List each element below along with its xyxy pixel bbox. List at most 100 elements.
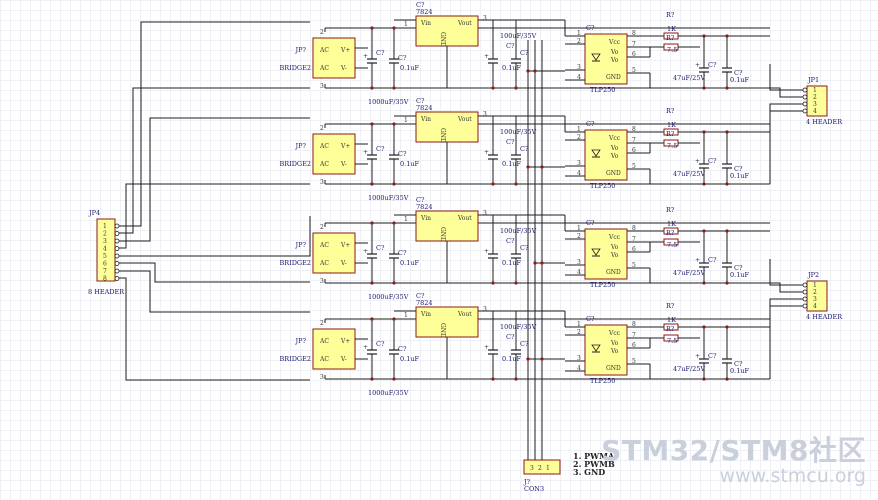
junction-dot bbox=[725, 229, 729, 233]
junction-dot bbox=[540, 165, 544, 169]
res-value: 1K bbox=[667, 25, 676, 33]
cap-value: 0.1uF bbox=[730, 172, 750, 180]
header-jp1-pin bbox=[802, 101, 808, 107]
reg-pin-gnd: GND bbox=[439, 227, 446, 242]
bulk-cap-value: 1000uF/35V bbox=[368, 389, 409, 397]
power-module-1: ACACV+V-JP?BRIDGE223+C?C?0.1uF1000uF/35V… bbox=[279, 1, 770, 106]
junction-dot bbox=[392, 182, 396, 186]
opto-pin-label: Vo bbox=[610, 252, 619, 259]
reg-pin-label: Vout bbox=[457, 116, 472, 123]
reg-pin-gnd: GND bbox=[439, 32, 446, 47]
junction-dot bbox=[702, 281, 706, 285]
cap-value: 0.1uF bbox=[730, 367, 750, 375]
led-icon bbox=[591, 248, 601, 256]
bridge-pin-label: V+ bbox=[340, 242, 350, 249]
pin-number: 2 bbox=[320, 125, 324, 132]
junction-dot bbox=[370, 317, 374, 321]
junction-dot bbox=[514, 86, 518, 90]
bulk-cap-value: 1000uF/35V bbox=[368, 98, 409, 106]
jp4-pin bbox=[114, 246, 120, 251]
out-cap-value: 100uF/35V bbox=[500, 128, 537, 136]
jp4-pin-number: 5 bbox=[103, 253, 107, 260]
header-jp2-pin bbox=[802, 282, 808, 288]
pin-number: 7 bbox=[632, 41, 636, 48]
junction-dot bbox=[725, 86, 729, 90]
pin-number: 4 bbox=[577, 365, 581, 372]
polarity-mark: + bbox=[484, 248, 489, 255]
junction-dot bbox=[526, 69, 530, 73]
bridge-rectifier bbox=[312, 37, 356, 79]
pin-number: 1 bbox=[404, 312, 408, 319]
pin-number: 3 bbox=[483, 111, 487, 118]
header-jp1-pin-number: 3 bbox=[813, 101, 817, 108]
opto-ref: C? bbox=[586, 120, 595, 128]
junction-dot bbox=[491, 86, 495, 90]
reg-pin-label: Vin bbox=[420, 116, 431, 123]
pin-number: 2 bbox=[320, 29, 324, 36]
jp4-pin bbox=[114, 276, 120, 281]
polarity-mark: + bbox=[695, 353, 700, 360]
connector-legend-item: 2. PWMB bbox=[573, 459, 615, 469]
pin-number: 3 bbox=[577, 160, 581, 167]
junction-dot bbox=[725, 325, 729, 329]
jp4-pin-number: 3 bbox=[103, 238, 107, 245]
led-icon bbox=[591, 344, 601, 352]
junction-dot bbox=[392, 281, 396, 285]
opto-pin-label: Vo bbox=[610, 348, 619, 355]
watermark-title: STM32/STM8社区 bbox=[601, 434, 866, 467]
bridge-ref: JP? bbox=[295, 241, 307, 249]
junction-dot bbox=[702, 182, 706, 186]
con3-ref: J? bbox=[523, 478, 531, 486]
junction-dot bbox=[370, 377, 374, 381]
header-jp1-body bbox=[806, 85, 828, 117]
header-jp2-pin bbox=[802, 303, 808, 309]
wire bbox=[119, 270, 310, 313]
opto-pin-label: Vcc bbox=[608, 330, 621, 337]
pin-number: 2 bbox=[320, 224, 324, 231]
opto-pin-label: Vcc bbox=[608, 234, 621, 241]
polarity-mark: + bbox=[363, 149, 368, 156]
reg-ref: C? bbox=[416, 97, 425, 105]
cap-value: 0.1uF bbox=[502, 355, 522, 363]
opto-pin-label: Vo bbox=[610, 340, 619, 347]
bridge-ref: JP? bbox=[295, 142, 307, 150]
opto-ref: C? bbox=[586, 24, 595, 32]
out-cap2-value: 47uF/25V bbox=[673, 170, 705, 178]
reg-part: 7824 bbox=[416, 8, 433, 16]
reg-pin-gnd: GND bbox=[439, 128, 446, 143]
polarity-mark: + bbox=[695, 62, 700, 69]
bridge-pin-label: AC bbox=[319, 242, 329, 249]
pin-number: 5 bbox=[632, 67, 636, 74]
pin-number: 2 bbox=[577, 233, 581, 240]
reg-pin-label: Vout bbox=[457, 311, 472, 318]
junction-dot bbox=[702, 325, 706, 329]
res-value: 7.5 bbox=[667, 337, 677, 345]
pin-number: 6 bbox=[632, 51, 636, 58]
cap-ref: C? bbox=[376, 49, 385, 57]
res-ref: R? bbox=[666, 302, 675, 310]
reg-ref: C? bbox=[416, 292, 425, 300]
polarity-mark: + bbox=[695, 257, 700, 264]
junction-dot bbox=[514, 182, 518, 186]
out-cap2-value: 47uF/25V bbox=[673, 365, 705, 373]
polarity-mark: + bbox=[363, 53, 368, 60]
header-jp1-pin-number: 1 bbox=[813, 87, 817, 94]
bridge-pin-label: V+ bbox=[340, 143, 350, 150]
junction-dot bbox=[392, 26, 396, 30]
header-jp2-pin bbox=[802, 296, 808, 302]
pin-number: 3 bbox=[320, 374, 324, 381]
cap-value: 0.1uF bbox=[730, 271, 750, 279]
header-jp1-pin-number: 2 bbox=[813, 94, 817, 101]
cap-ref: C? bbox=[734, 264, 743, 272]
led-icon bbox=[591, 53, 601, 61]
junction-dot bbox=[702, 34, 706, 38]
pin-number: 4 bbox=[577, 269, 581, 276]
cap-value: 0.1uF bbox=[502, 160, 522, 168]
connector-legend-item: 1. PWMA bbox=[573, 451, 615, 461]
jp4-pin bbox=[114, 223, 120, 229]
wire bbox=[119, 117, 310, 242]
junction-dot bbox=[370, 86, 374, 90]
